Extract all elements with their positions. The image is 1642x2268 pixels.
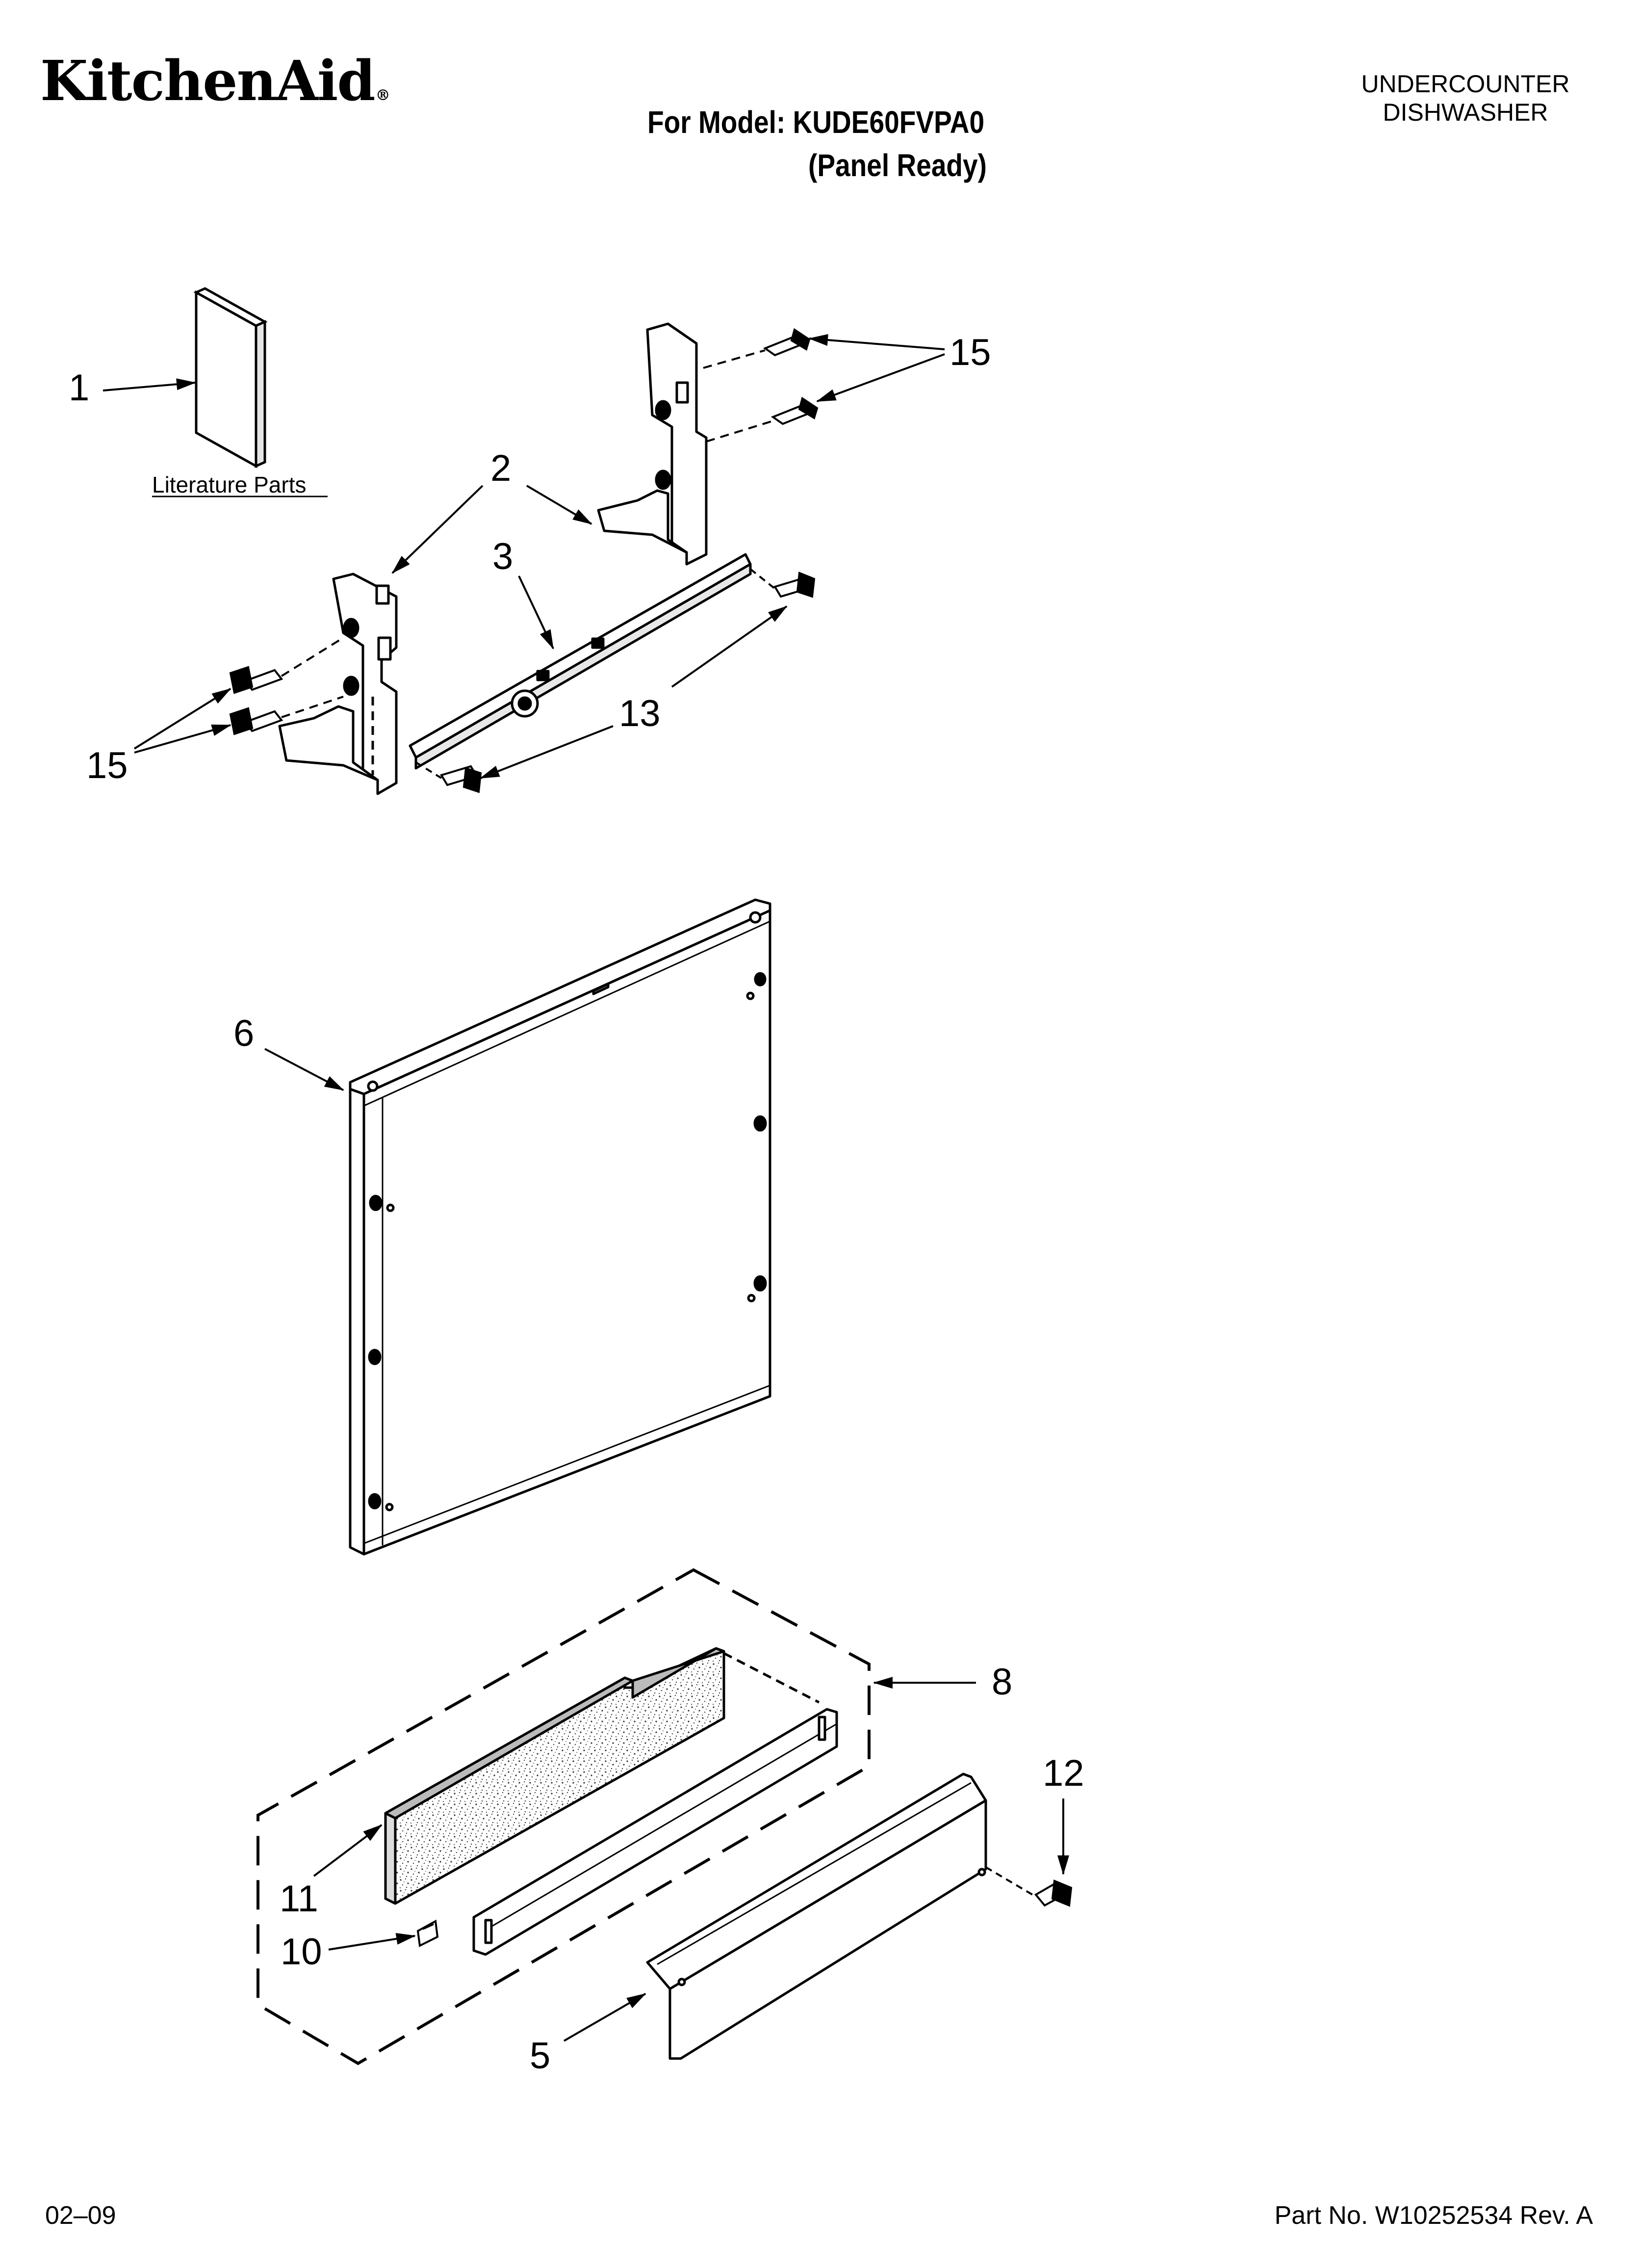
callout-11-arrow (313, 1824, 383, 1877)
callout-8: 8 (992, 1661, 1012, 1703)
literature-caption: Literature Parts (152, 472, 306, 497)
screw-path-5 (749, 568, 776, 590)
screw-path-3 (281, 637, 344, 677)
callout-15-upper-arrow-a (808, 334, 945, 350)
screw-path-4 (281, 696, 344, 718)
callout-2: 2 (490, 447, 511, 489)
callout-6-arrow (264, 1048, 344, 1091)
callout-11: 11 (280, 1878, 318, 1920)
callout-15-lower: 15 (86, 745, 128, 786)
callout-5: 5 (530, 2035, 550, 2077)
support-rail (409, 553, 752, 770)
callout-2-arrow-b (526, 485, 592, 525)
callout-13-arrow-b (480, 725, 614, 779)
callout-6: 6 (233, 1013, 254, 1054)
callout-5-arrow (563, 1993, 646, 2042)
model-variant: (Panel Ready) (808, 148, 987, 183)
clip-10 (416, 1919, 439, 1948)
screw-path-1 (703, 349, 766, 369)
callout-13: 13 (619, 693, 661, 734)
screw-13-left (439, 765, 482, 793)
toe-panel (646, 1773, 987, 2060)
callout-15-upper: 15 (949, 332, 991, 373)
brand-logo: KitchenAid® (40, 49, 390, 113)
insulation-block (384, 1647, 820, 1905)
category-line-1: UNDERCOUNTER (1361, 70, 1570, 98)
callout-3: 3 (492, 536, 513, 577)
callout-15-upper-arrow-b (816, 353, 945, 402)
door-panel (349, 898, 771, 1556)
product-category: UNDERCOUNTER DISHWASHER (1338, 70, 1593, 127)
kit-8-outline (257, 1568, 871, 2065)
screw-path-2 (706, 420, 773, 443)
category-line-2: DISHWASHER (1383, 99, 1548, 126)
callout-2-arrow-a (391, 485, 484, 574)
callout-15-lower-arrow-a (133, 688, 231, 750)
screw-13-right (773, 572, 816, 598)
screw-path-7 (985, 1866, 1037, 1898)
part-number: Part No. W10252534 Rev. A (1274, 2201, 1593, 2230)
screw-15-upper-left (229, 666, 283, 694)
callout-12: 12 (1043, 1752, 1084, 1794)
callout-15-lower-arrow-b (134, 724, 231, 754)
model-title: For Model: KUDE60FVPA0 (647, 104, 985, 140)
brand-name: KitchenAid (40, 49, 376, 113)
callout-10: 10 (281, 1931, 322, 1973)
screw-15-upper-right (763, 328, 811, 357)
registered-mark: ® (375, 87, 390, 104)
screw-path-6 (415, 761, 442, 779)
kit-strip (472, 1708, 838, 1956)
screw-12 (1034, 1879, 1073, 1907)
callout-13-arrow-a (671, 605, 788, 688)
mounting-bracket-left (278, 573, 398, 795)
callout-10-arrow (328, 1933, 416, 1951)
literature-part (193, 287, 268, 469)
revision-date: 02–09 (45, 2201, 116, 2230)
callout-1: 1 (69, 367, 89, 409)
callout-1-arrow (103, 378, 196, 391)
screw-15-lower-left (229, 707, 283, 735)
screw-15-lower-right (770, 396, 819, 425)
callout-3-arrow (518, 575, 554, 650)
mounting-bracket-right (597, 322, 708, 566)
